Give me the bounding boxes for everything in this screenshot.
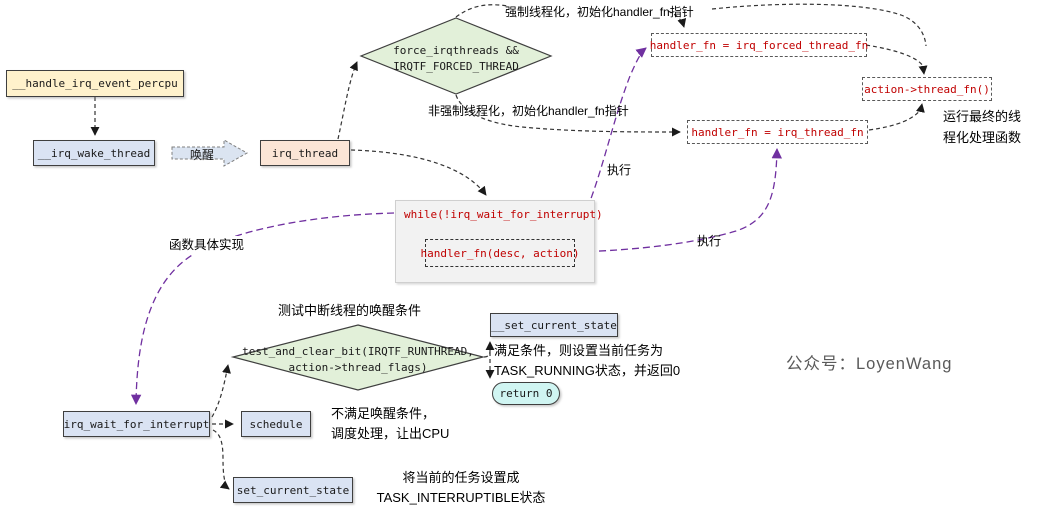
node-irq-thread: irq_thread <box>260 140 350 166</box>
annotation-execute-2: 执行 <box>697 234 722 248</box>
node-action-thread-fn: action->thread_fn() <box>862 77 992 101</box>
node-set-current-state-inner: __set_current_state <box>490 313 618 337</box>
node-irq-wait-for-interrupt: irq_wait_for_interrupt <box>63 411 210 437</box>
edge-irqthread-to-while <box>350 149 487 196</box>
annotation-non-forced-threading: 非强制线程化，初始化handler_fn指针 <box>428 104 629 118</box>
node-handler-fn-thread: handler_fn = irq_thread_fn <box>687 120 868 144</box>
force-diamond-label: force_irqthreads && IRQTF_FORCED_THREAD <box>393 44 519 73</box>
while-loop-label: while(!irq_wait_for_interrupt) <box>404 208 603 221</box>
edge-wait-to-setstate <box>212 429 230 490</box>
edge-test-to-setcur <box>483 341 495 358</box>
annotation-set-task-state: 将当前的任务设置成 TASK_INTERRUPTIBLE状态 <box>376 470 546 505</box>
edge-into-handler-forced <box>667 10 687 28</box>
node-handler-fn-forced: handler_fn = irq_forced_thread_fn <box>650 33 868 57</box>
annotation-execute-1: 执行 <box>607 163 632 177</box>
watermark: 公众号：LoyenWang <box>786 355 953 373</box>
annotation-function-impl: 函数具体实现 <box>167 236 247 255</box>
edge-forced-to-action <box>865 44 928 75</box>
force-diamond-shape <box>359 17 553 95</box>
node-while-loop: while(!irq_wait_for_interrupt) <box>395 200 603 283</box>
test-diamond-label: test_and_clear_bit(IRQTF_RUNTHREAD, acti… <box>242 345 474 374</box>
annotation-run-final-handler: 运行最终的线 程化处理函数 <box>943 109 1022 145</box>
wake-block-arrow <box>171 139 249 167</box>
node-return-zero: return 0 <box>492 382 560 405</box>
node-handler-fn-call: handler_fn(desc, action) <box>421 239 579 267</box>
annotation-forced-threading: 强制线程化，初始化handler_fn指针 <box>505 5 694 19</box>
edge-irqthread-to-diamond <box>337 61 358 140</box>
annotation-condition-not-satisfied: 不满足唤醒条件， 调度处理，让出CPU <box>331 406 450 441</box>
node-handle-irq-event-percpu: __handle_irq_event_percpu <box>6 70 184 97</box>
annotation-test-wake-condition: 测试中断线程的唤醒条件 <box>278 303 422 318</box>
edge-diamond-top-out <box>455 4 509 18</box>
edge-wait-to-testdiamond <box>211 364 231 418</box>
annotation-condition-satisfied: 满足条件，则设置当前任务为 TASK_RUNNING状态，并返回0 <box>494 343 681 378</box>
node-irq-wake-thread: __irq_wake_thread <box>33 140 155 166</box>
wake-arrow-label: 唤醒 <box>189 148 214 162</box>
edge-exec-thread <box>576 147 782 253</box>
edge-thread-to-action <box>868 103 925 131</box>
node-schedule: schedule <box>241 411 311 437</box>
test-diamond-shape <box>230 324 486 391</box>
node-set-current-state: set_current_state <box>233 477 353 503</box>
edge-impl <box>130 212 395 406</box>
